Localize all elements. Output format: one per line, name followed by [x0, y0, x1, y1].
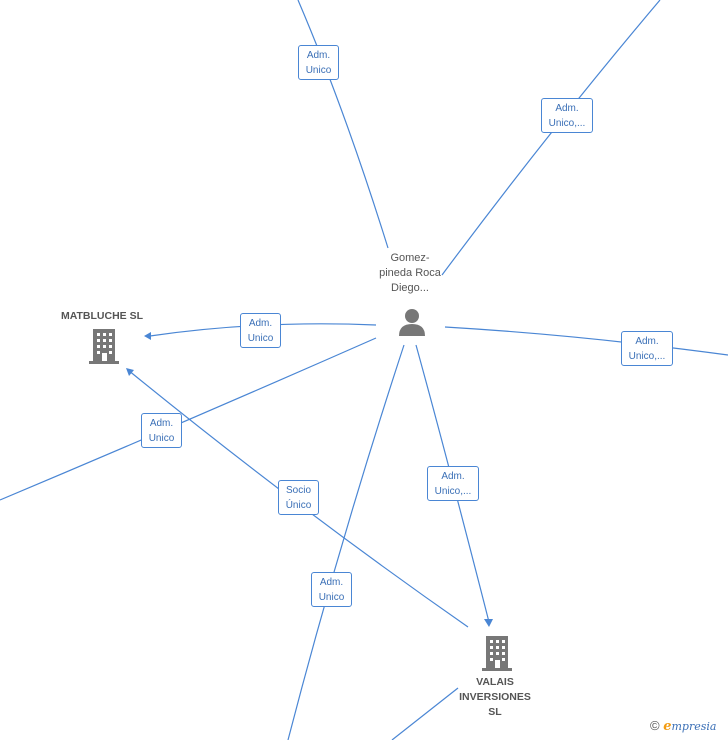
- person-name-line2: pineda Roca: [379, 267, 441, 279]
- edge-bottom: [287, 344, 405, 740]
- edge-right: [444, 326, 728, 356]
- person-name-line1: Gomez-: [390, 252, 430, 264]
- brand-rest: mpresia: [671, 720, 717, 733]
- person-icon[interactable]: [397, 306, 427, 336]
- company-name-valais-line3: SL: [488, 706, 502, 718]
- edge-label-adm-unico[interactable]: Adm. Unico: [298, 45, 339, 80]
- copyright-symbol: ©: [650, 718, 660, 733]
- arrow-matbluche-socio: [126, 368, 134, 376]
- building-icon[interactable]: [481, 635, 513, 671]
- edge-label-adm-unico[interactable]: Adm. Unico: [240, 313, 281, 348]
- edge-valais-bottom: [391, 687, 459, 740]
- edge-top-right: [441, 0, 661, 276]
- edge-label-adm-unico-more[interactable]: Adm. Unico,...: [541, 98, 593, 133]
- empresia-logo: © empresia: [650, 718, 716, 734]
- edge-label-adm-unico[interactable]: Adm. Unico: [311, 572, 352, 607]
- edge-label-adm-unico-more[interactable]: Adm. Unico,...: [427, 466, 479, 501]
- arrow-valais: [484, 619, 493, 627]
- building-icon[interactable]: [88, 328, 120, 364]
- company-name-valais-line2: INVERSIONES: [459, 691, 531, 703]
- edge-label-adm-unico-more[interactable]: Adm. Unico,...: [621, 331, 673, 366]
- arrow-matbluche: [144, 332, 151, 340]
- person-name-line3: Diego...: [391, 282, 429, 294]
- company-name-matbluche[interactable]: MATBLUCHE SL: [60, 310, 144, 322]
- company-name-valais[interactable]: VALAIS INVERSIONES SL: [450, 675, 540, 720]
- edge-label-adm-unico[interactable]: Adm. Unico: [141, 413, 182, 448]
- person-name[interactable]: Gomez- pineda Roca Diego...: [370, 251, 450, 296]
- edge-label-socio-unico[interactable]: Socio Único: [278, 480, 319, 515]
- edge-top-left: [297, 0, 389, 249]
- brand-e: e: [663, 719, 672, 734]
- company-name-valais-line1: VALAIS: [476, 676, 514, 688]
